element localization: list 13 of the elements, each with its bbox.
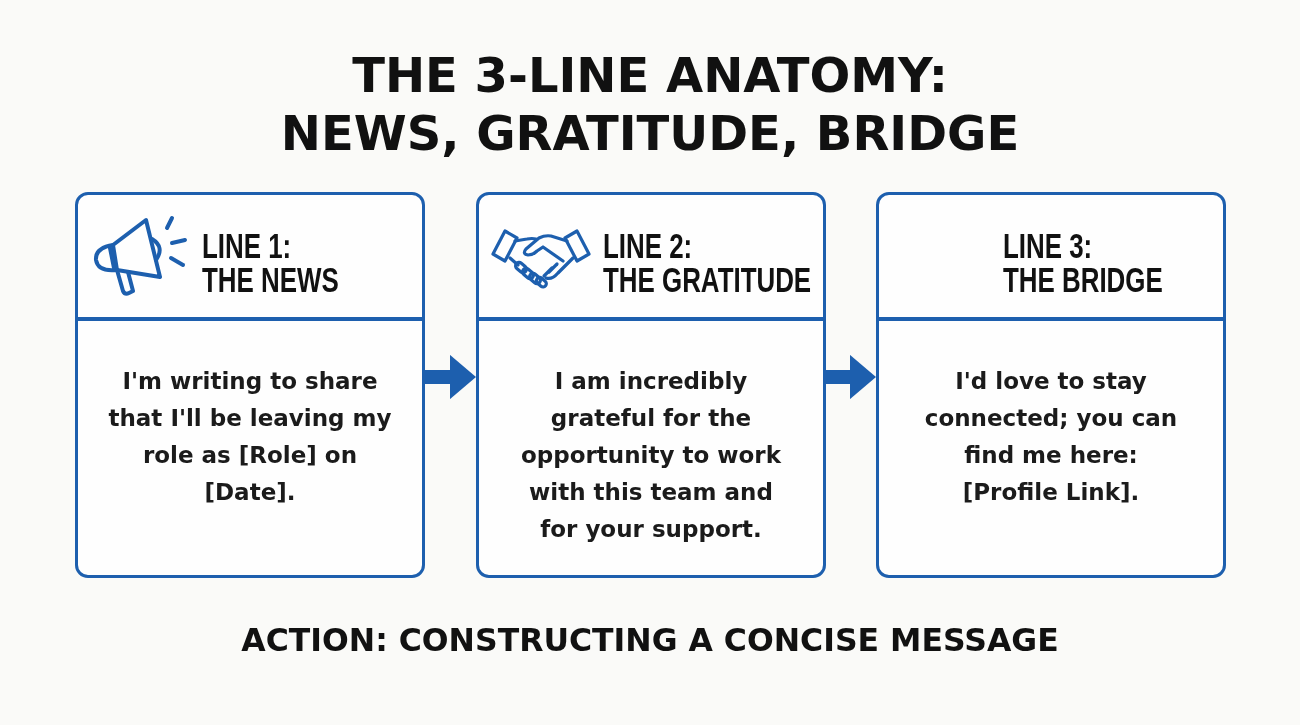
step-card — [876, 192, 1226, 578]
card-heading: LINE 1: THE NEWS — [202, 229, 339, 297]
step-card — [75, 192, 425, 578]
arrow — [425, 354, 476, 400]
card-text: I am incredibly grateful for the opportunity to work with this team and for your support. — [520, 366, 782, 544]
card-text: I'm writing to share that I'll be leaving my role as [Role] on [Date]. — [107, 366, 393, 507]
step-card — [476, 192, 826, 578]
card-heading: LINE 3: THE BRIDGE — [1003, 229, 1163, 297]
card-heading: LINE 2: THE GRATITUDE — [603, 229, 812, 297]
diagram-caption: ACTION: CONSTRUCTING A CONCISE MESSAGE — [241, 621, 1059, 660]
arrow — [826, 354, 876, 400]
card-text: I'd love to stay connected; you can find me here: [Profile Link]. — [924, 366, 1178, 507]
diagram-title: THE 3-LINE ANATOMY: NEWS, GRATITUDE, BRIDGE — [280, 46, 1020, 162]
